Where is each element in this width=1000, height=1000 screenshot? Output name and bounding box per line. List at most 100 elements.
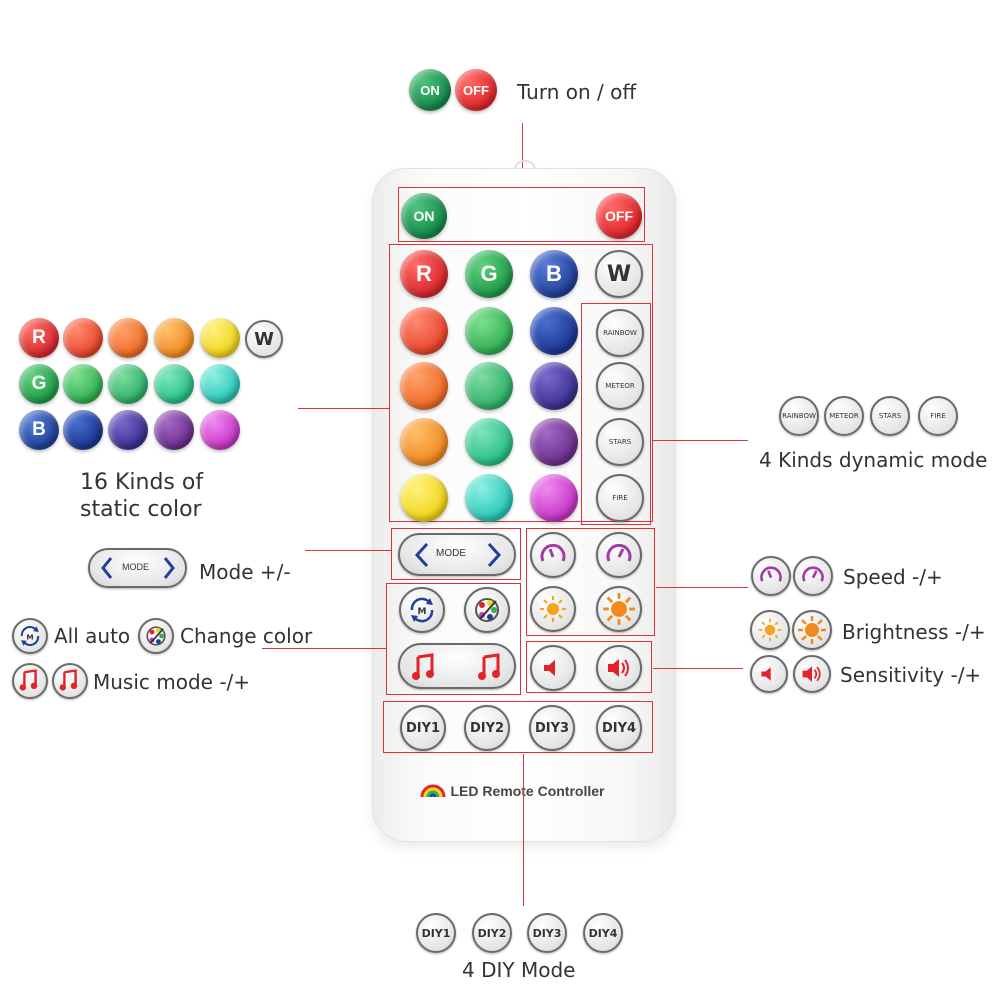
- legend-brightness-plus: [792, 610, 832, 650]
- legend-speed-minus: [751, 556, 791, 596]
- on-off-highlight: [398, 187, 645, 242]
- legend-diy2: DIY2: [472, 913, 512, 953]
- legend-music-note-plus-icon: [59, 669, 78, 691]
- remote-sensitivity-plus-button[interactable]: [596, 645, 642, 691]
- remote-b-label: B: [546, 261, 562, 286]
- legend-color: [63, 364, 103, 404]
- remote-change-color-button[interactable]: [464, 587, 510, 633]
- auto-music-highlight: [386, 583, 521, 695]
- remote-color-button[interactable]: [400, 362, 448, 410]
- remote-mode-label: MODE: [436, 548, 466, 559]
- sun-dim-icon: [540, 596, 566, 622]
- remote-fire-button[interactable]: FIRE: [596, 474, 644, 522]
- svg-text:M: M: [26, 632, 33, 641]
- legend-mode-next-icon: [163, 557, 175, 579]
- legend-music-plus-icon: [52, 663, 88, 699]
- remote-diy3-label: DIY3: [534, 720, 570, 736]
- palette-icon: [475, 598, 499, 622]
- connector-line: [298, 408, 389, 409]
- speed-fast-icon: [606, 543, 632, 562]
- connector-line: [262, 648, 386, 649]
- rainbow-logo-icon: [420, 784, 446, 798]
- legend-color: [200, 318, 240, 358]
- legend-sensitivity-plus: [793, 655, 831, 693]
- remote-w-label: W: [606, 261, 632, 287]
- legend-w-label: W: [254, 328, 274, 350]
- legend-diy4: DIY4: [583, 913, 623, 953]
- legend-diy1: DIY1: [416, 913, 456, 953]
- diy-highlight: [383, 701, 653, 753]
- legend-music-note-minus-icon: [19, 669, 38, 691]
- legend-diy1-label: DIY1: [421, 926, 451, 940]
- brightness-caption: Brightness -/+: [842, 620, 986, 644]
- remote-color-button[interactable]: [465, 418, 513, 466]
- legend-stars: STARS: [870, 396, 910, 436]
- remote-color-button[interactable]: [465, 474, 513, 522]
- remote-color-button[interactable]: [465, 307, 513, 355]
- remote-color-button[interactable]: [530, 418, 578, 466]
- remote-r-label: R: [416, 261, 432, 286]
- legend-blue-b: B: [19, 410, 59, 450]
- remote-on-button[interactable]: ON: [401, 193, 447, 239]
- remote-color-button[interactable]: [530, 362, 578, 410]
- remote-cord: [514, 160, 536, 174]
- legend-fire-label: FIRE: [930, 412, 946, 420]
- music-note-minus-icon: [412, 653, 434, 680]
- remote-color-button[interactable]: [400, 307, 448, 355]
- music-note-plus-icon: [478, 653, 500, 680]
- remote-diy4-button[interactable]: DIY4: [596, 705, 642, 751]
- remote-diy1-label: DIY1: [405, 720, 441, 736]
- remote-color-button[interactable]: [400, 418, 448, 466]
- remote-off-button[interactable]: OFF: [596, 193, 642, 239]
- remote-speed-minus-button[interactable]: [530, 532, 576, 578]
- remote-meteor-button[interactable]: METEOR: [596, 362, 644, 410]
- auto-cycle-icon: M: [410, 597, 434, 623]
- legend-sensitivity-minus: [750, 655, 788, 693]
- remote-brightness-plus-button[interactable]: [596, 586, 642, 632]
- on-legend-label: ON: [420, 82, 440, 98]
- all-auto-caption: All auto: [54, 624, 131, 648]
- legend-color: [154, 410, 194, 450]
- legend-stars-label: STARS: [878, 412, 902, 420]
- remote-speed-plus-button[interactable]: [596, 532, 642, 578]
- remote-music-mode-button[interactable]: [398, 643, 516, 689]
- remote-diy2-button[interactable]: DIY2: [464, 705, 510, 751]
- remote-green-button[interactable]: G: [465, 250, 513, 298]
- remote-rainbow-button[interactable]: RAINBOW: [596, 309, 644, 357]
- legend-color: [154, 318, 194, 358]
- remote-color-button[interactable]: [530, 474, 578, 522]
- legend-mode-prev-icon: [101, 557, 113, 579]
- remote-red-button[interactable]: R: [400, 250, 448, 298]
- remote-all-auto-button[interactable]: M: [399, 587, 445, 633]
- legend-all-auto-icon: M: [12, 618, 48, 654]
- remote-color-button[interactable]: [465, 362, 513, 410]
- remote-white-button[interactable]: W: [595, 250, 643, 298]
- remote-on-label: ON: [413, 208, 435, 224]
- mode-highlight: [391, 528, 521, 580]
- svg-text:M: M: [418, 607, 427, 617]
- remote-diy3-button[interactable]: DIY3: [529, 705, 575, 751]
- remote-diy2-label: DIY2: [469, 720, 505, 736]
- legend-speed-plus: [793, 556, 833, 596]
- remote-brightness-minus-button[interactable]: [530, 586, 576, 632]
- legend-sun-dim-icon: [758, 618, 782, 642]
- remote-color-button[interactable]: [530, 307, 578, 355]
- speed-slow-icon: [540, 543, 566, 562]
- connector-line: [523, 754, 524, 906]
- remote-sensitivity-minus-button[interactable]: [530, 645, 576, 691]
- legend-palette-icon: [146, 626, 166, 646]
- brand-text: LED Remote Controller: [450, 782, 605, 799]
- remote-blue-button[interactable]: B: [530, 250, 578, 298]
- remote-color-button[interactable]: [400, 474, 448, 522]
- change-color-caption: Change color: [180, 624, 313, 648]
- remote-mode-button[interactable]: MODE: [398, 533, 516, 576]
- legend-change-color-icon: [138, 618, 174, 654]
- off-button-legend: OFF: [455, 69, 497, 111]
- remote-stars-button[interactable]: STARS: [596, 418, 644, 466]
- legend-red-r: R: [19, 318, 59, 358]
- remote-diy1-button[interactable]: DIY1: [400, 705, 446, 751]
- legend-white-w: W: [245, 320, 283, 358]
- remote-fire-label: FIRE: [612, 494, 628, 502]
- dynamic-mode-caption: 4 Kinds dynamic mode: [759, 448, 988, 472]
- sensitivity-caption: Sensitivity -/+: [840, 663, 982, 687]
